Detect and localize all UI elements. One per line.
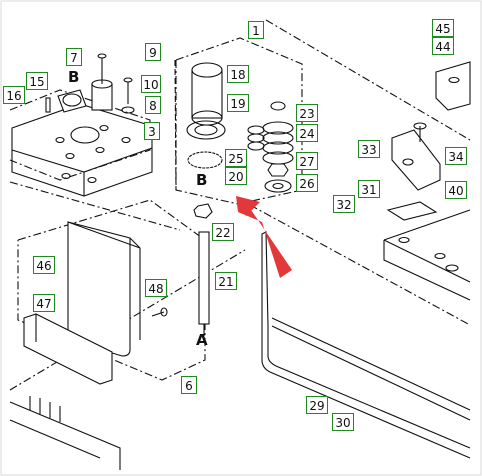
callout-19: 19 [227,94,249,112]
highlight-arrow [236,196,292,278]
callout-45: 45 [432,19,454,37]
ref-letter-b-top: B [68,68,80,86]
callout-3: 3 [144,122,160,140]
callout-48: 48 [145,279,167,297]
ref-letter-b-mid: B [196,171,208,189]
callout-44: 44 [432,37,454,55]
callout-9: 9 [145,43,161,61]
callout-7: 7 [66,48,82,66]
callout-26: 26 [296,174,318,192]
callout-33: 33 [358,140,380,158]
callout-27: 27 [296,152,318,170]
assembly-6-boundary [17,199,206,381]
callout-30: 30 [332,413,354,431]
callout-18: 18 [227,65,249,83]
callout-20: 20 [225,167,247,185]
callout-47: 47 [33,294,55,312]
callout-1: 1 [248,21,264,39]
callout-8: 8 [145,96,161,114]
callout-6: 6 [181,376,197,394]
callout-40: 40 [445,181,467,199]
callout-15: 15 [26,72,48,90]
callout-24: 24 [296,124,318,142]
callout-10: 10 [141,75,161,93]
callout-22: 22 [212,223,234,241]
ref-letter-a-bottom: A [196,331,208,349]
callout-31: 31 [358,180,380,198]
callout-23: 23 [296,104,318,122]
callout-32: 32 [333,195,355,213]
callout-25: 25 [225,149,247,167]
callout-46: 46 [33,256,55,274]
callout-34: 34 [445,147,467,165]
callout-16: 16 [3,86,25,104]
callout-29: 29 [306,396,328,414]
callout-21: 21 [215,272,237,290]
